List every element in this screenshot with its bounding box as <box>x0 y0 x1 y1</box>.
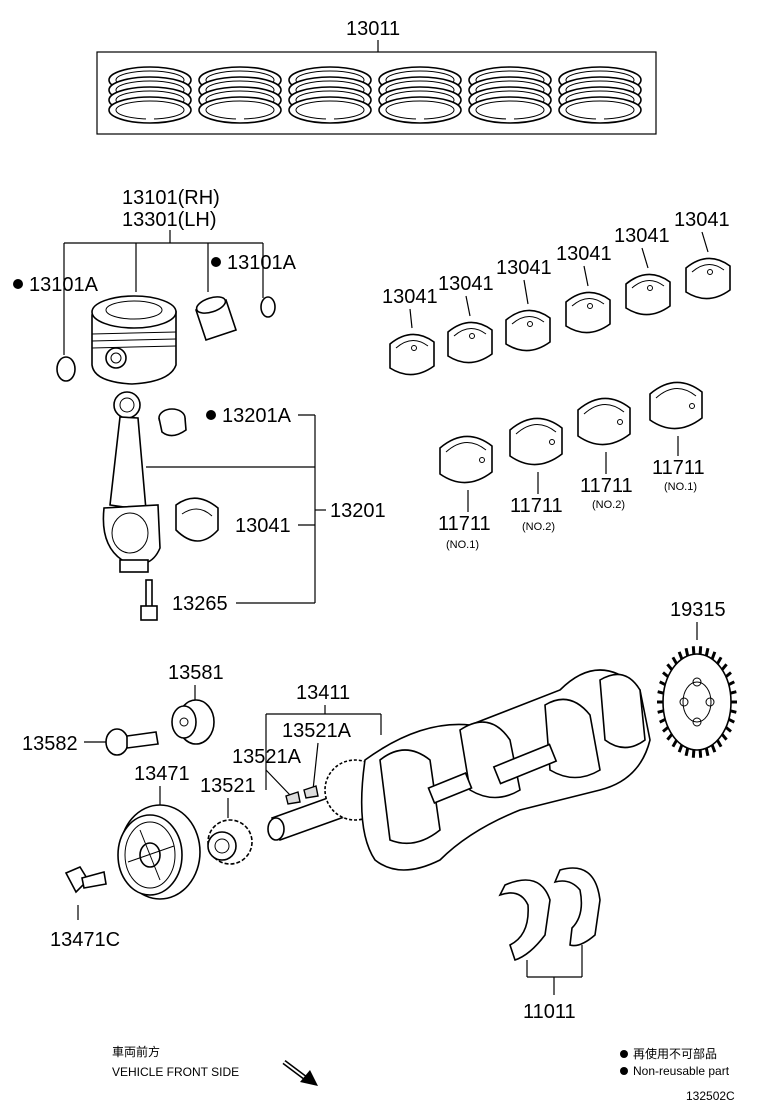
lower-bearing <box>439 435 493 484</box>
conrod-bolt <box>140 579 158 621</box>
filled-circle-icon <box>13 279 23 289</box>
upper-bearing <box>625 273 671 316</box>
piston-ring-stack <box>378 66 462 124</box>
conrod-bearing <box>175 497 219 542</box>
upper-bearing-label: 13041 <box>382 286 438 308</box>
crankshaft <box>267 669 651 871</box>
conrod-bolt-label: 13265 <box>172 593 228 615</box>
crank-pulley <box>117 804 201 900</box>
pulley-bolt-c <box>64 865 107 894</box>
filled-circle-icon <box>620 1067 628 1075</box>
piston-group: 13101(RH) 13301(LH) 13101A 13101A <box>13 187 297 385</box>
thrust-washer-left <box>498 879 551 962</box>
lower-bearing <box>649 381 703 430</box>
lower-bearing-note: (NO.1) <box>664 481 697 493</box>
arrow-icon <box>282 1060 318 1086</box>
piston-rh-label: 13101(RH) <box>122 187 220 209</box>
filled-circle-icon <box>206 410 216 420</box>
lower-bearing-label: 11711 <box>438 513 491 535</box>
signal-rotor-group: 19315 <box>657 599 737 758</box>
snap-ring-left <box>56 356 76 382</box>
key-a2-label: 13521A <box>232 746 302 768</box>
lower-bearing <box>509 417 563 466</box>
conrod-bearing-label: 13041 <box>235 515 291 537</box>
piston-lh-label: 13301(LH) <box>122 209 217 231</box>
upper-bearing-label: 13041 <box>438 273 494 295</box>
key-a1-label: 13521A <box>282 720 352 742</box>
crankshaft-group: 13411 13521A 13521A <box>232 669 651 871</box>
upper-bearing <box>389 333 435 376</box>
crank-pulley-group: 13471 13471C <box>50 763 201 951</box>
snap-ring-left-label: 13101A <box>29 274 99 296</box>
timing-gear-group: 13521 <box>200 775 256 865</box>
lower-bearing-note: (NO.1) <box>446 539 479 551</box>
pulley-bolt <box>105 728 159 756</box>
thrust-washers-group: 11011 <box>498 867 601 1023</box>
rotor-teeth <box>657 646 737 758</box>
conrod-assy-label: 13201 <box>330 500 386 522</box>
pulley-washer-label: 13581 <box>168 662 224 684</box>
filled-circle-icon <box>211 257 221 267</box>
timing-gear <box>207 819 253 865</box>
front-en-text: VEHICLE FRONT SIDE <box>112 1065 239 1079</box>
key-a1 <box>303 785 319 799</box>
piston-pin <box>194 296 238 342</box>
lower-bearing-note: (NO.2) <box>522 521 555 533</box>
front-jp-text: 車両前方 <box>112 1044 160 1059</box>
lower-bearing <box>577 397 631 446</box>
lower-bearings: 11711 (NO.1) 11711 (NO.2) 11711 (NO.2) 11711 (N… <box>438 381 705 551</box>
pulley-bolt-c-label: 13471C <box>50 929 120 951</box>
piston <box>91 295 177 385</box>
upper-bearing <box>447 321 493 364</box>
lower-bearing-label: 11711 <box>510 495 563 517</box>
piston-ring-set: 13011 <box>96 18 657 135</box>
upper-bearing <box>685 257 731 300</box>
pulley-bolt-label: 13582 <box>22 733 78 755</box>
upper-bearing-label: 13041 <box>674 209 730 231</box>
ring-row <box>108 66 642 124</box>
thrust-washer-right <box>553 867 601 947</box>
lower-bearing-label: 11711 <box>580 475 633 497</box>
key-a2 <box>285 791 301 805</box>
lower-bearing-label: 11711 <box>652 457 705 479</box>
piston-ring-set-label: 13011 <box>346 18 400 40</box>
piston-ring-stack <box>198 66 282 124</box>
upper-bearing-label: 13041 <box>556 243 612 265</box>
piston-ring-stack <box>558 66 642 124</box>
connecting-rod <box>102 391 161 573</box>
diagram-code: 132502C <box>686 1089 735 1103</box>
upper-bearing <box>565 291 611 334</box>
lower-bearing-note: (NO.2) <box>592 499 625 511</box>
upper-bearing <box>505 309 551 352</box>
pulley-hardware: 13581 13582 <box>22 662 224 756</box>
conrod-bushing-label: 13201A <box>222 405 292 427</box>
snap-ring-right-label: 13101A <box>227 252 297 274</box>
crankshaft-assy-label: 13411 <box>296 682 350 704</box>
nonreuse-en-text: Non-reusable part <box>633 1064 730 1078</box>
signal-rotor <box>657 646 737 758</box>
legend: 車両前方 VEHICLE FRONT SIDE 再使用不可部品 Non-reus… <box>112 1044 735 1103</box>
pulley-washer <box>171 699 215 745</box>
snap-ring-right <box>260 296 276 318</box>
piston-ring-stack <box>288 66 372 124</box>
conrod-bushing <box>158 408 187 437</box>
nonreuse-jp-text: 再使用不可部品 <box>633 1046 717 1061</box>
crank-pulley-label: 13471 <box>134 763 190 785</box>
thrust-washers-label: 11011 <box>523 1001 576 1023</box>
piston-ring-stack <box>468 66 552 124</box>
signal-rotor-label: 19315 <box>670 599 726 621</box>
filled-circle-icon <box>620 1050 628 1058</box>
upper-bearing-label: 13041 <box>614 225 670 247</box>
upper-bearing-label: 13041 <box>496 257 552 279</box>
connecting-rod-group: 13201A 13201 13041 13265 <box>102 391 386 621</box>
timing-gear-label: 13521 <box>200 775 256 797</box>
piston-ring-stack <box>108 66 192 124</box>
